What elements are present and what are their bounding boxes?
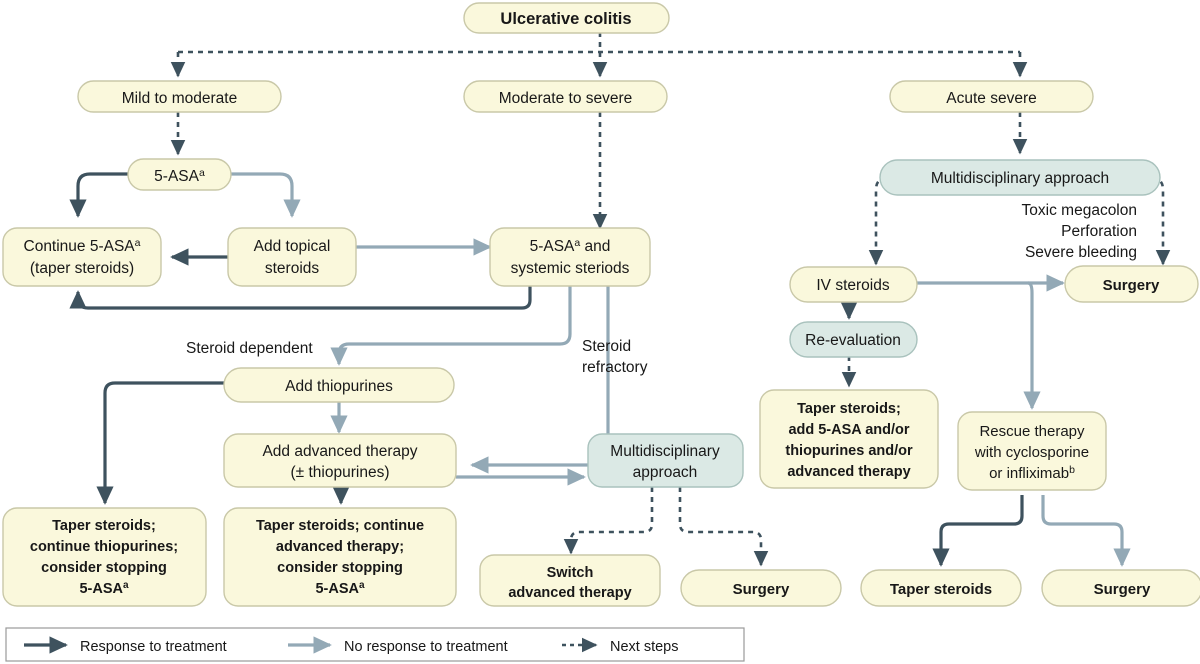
node-acute-severe[interactable]: Acute severe xyxy=(889,80,1094,113)
node-label: Taper steroids xyxy=(890,581,992,598)
node-label: 5-ASAa xyxy=(154,167,205,185)
node-label: Surgery xyxy=(1094,581,1151,598)
node-surgery-middle[interactable]: Surgery xyxy=(680,569,842,607)
node-label-line1: Taper steroids; xyxy=(52,518,156,534)
edge-systemic-to-continue xyxy=(69,286,532,310)
node-mild-to-moderate[interactable]: Mild to moderate xyxy=(77,80,282,113)
node-taper-add-5asa[interactable]: Taper steroids; add 5-ASA and/or thiopur… xyxy=(759,389,939,489)
edge-iv-no-response xyxy=(917,274,1065,410)
legend-label: No response to treatment xyxy=(344,639,508,655)
annotations-layer: Steroid dependent Steroid refractory Tox… xyxy=(186,202,1137,376)
legend-label: Next steps xyxy=(610,639,679,655)
node-label-line1: Taper steroids; xyxy=(797,401,901,417)
node-label-line4: advanced therapy xyxy=(787,464,910,480)
node-label-line2: systemic steriods xyxy=(511,260,630,277)
node-surgery-bottom-right[interactable]: Surgery xyxy=(1041,569,1200,607)
node-multidisciplinary-approach-right[interactable]: Multidisciplinary approach xyxy=(879,159,1161,196)
node-label-line1: Switch xyxy=(547,565,594,581)
node-rescue-therapy[interactable]: Rescue therapy with cyclosporine or infl… xyxy=(957,411,1107,491)
edge-asa-to-continue xyxy=(69,172,128,218)
node-ulcerative-colitis[interactable]: Ulcerative colitis xyxy=(463,2,670,34)
edge-rescue-to-taper xyxy=(932,495,1024,567)
node-label-line1: Rescue therapy xyxy=(979,423,1085,440)
edge-thiopurines-to-taper xyxy=(96,381,224,505)
node-label: Re-evaluation xyxy=(805,332,901,349)
annotation-steroid-refractory-line1: Steroid xyxy=(582,338,631,355)
legend-label: Response to treatment xyxy=(80,639,227,655)
edge-rescue-to-surgery xyxy=(1041,495,1131,567)
annotation-severe-bleeding: Severe bleeding xyxy=(1025,244,1137,261)
node-5asa-systemic-steroids[interactable]: 5-ASAa and systemic steriods xyxy=(489,227,651,287)
node-label-line2: with cyclosporine xyxy=(974,444,1089,461)
nodes-layer: Ulcerative colitis Mild to moderate Mode… xyxy=(2,2,1200,607)
node-re-evaluation[interactable]: Re-evaluation xyxy=(789,321,918,358)
node-moderate-to-severe[interactable]: Moderate to severe xyxy=(463,80,668,113)
node-label-line1: Add topical xyxy=(254,238,331,255)
node-label: Acute severe xyxy=(946,90,1036,107)
node-switch-advanced-therapy[interactable]: Switch advanced therapy xyxy=(479,554,661,607)
node-taper-steroids-bottom[interactable]: Taper steroids xyxy=(860,569,1022,607)
edge-root-to-bus xyxy=(170,32,1028,78)
node-label-line2: continue thiopurines; xyxy=(30,539,178,555)
node-label: Surgery xyxy=(733,581,790,598)
annotation-steroid-refractory-line2: refractory xyxy=(582,359,648,376)
node-label: Add thiopurines xyxy=(285,378,393,395)
node-label-line4: 5-ASAa xyxy=(79,580,129,597)
legend-item-response: Response to treatment xyxy=(24,636,227,655)
edge-mdt-next-steps xyxy=(563,487,769,567)
node-5-asa[interactable]: 5-ASAa xyxy=(127,158,232,191)
node-label-line2: advanced therapy xyxy=(508,585,631,601)
node-label-line1: 5-ASAa and xyxy=(530,237,611,255)
node-taper-continue-advanced[interactable]: Taper steroids; continue advanced therap… xyxy=(223,507,457,607)
node-add-advanced-therapy[interactable]: Add advanced therapy (± thiopurines) xyxy=(223,433,457,488)
node-label: Surgery xyxy=(1103,277,1160,294)
edge-asa-to-topical xyxy=(230,172,301,218)
node-label-line3: or infliximabb xyxy=(989,464,1075,482)
node-add-topical-steroids[interactable]: Add topical steroids xyxy=(227,227,357,287)
annotation-perforation: Perforation xyxy=(1061,223,1137,240)
legend-item-no-response: No response to treatment xyxy=(288,636,508,655)
node-label: Multidisciplinary approach xyxy=(931,170,1109,187)
node-label-line3: thiopurines and/or xyxy=(785,443,913,459)
node-multidisciplinary-approach-left[interactable]: Multidisciplinary approach xyxy=(587,433,744,488)
node-label: Mild to moderate xyxy=(122,90,237,107)
node-iv-steroids[interactable]: IV steroids xyxy=(789,266,918,303)
node-label: Moderate to severe xyxy=(499,90,633,107)
node-label: Ulcerative colitis xyxy=(500,10,631,28)
node-label-line2: steroids xyxy=(265,260,320,277)
legend-item-next-steps: Next steps xyxy=(562,637,679,655)
annotation-toxic-megacolon: Toxic megacolon xyxy=(1022,202,1137,219)
node-continue-5-asa[interactable]: Continue 5-ASAa (taper steroids) xyxy=(2,227,162,287)
node-label-line3: consider stopping xyxy=(277,560,403,576)
legend: Response to treatment No response to tre… xyxy=(5,627,745,662)
node-label-line2: advanced therapy; xyxy=(276,539,404,555)
node-label-line4: 5-ASAa xyxy=(315,580,365,597)
node-label-line2: (± thiopurines) xyxy=(291,464,390,481)
node-label-line1: Multidisciplinary xyxy=(610,443,720,460)
node-label-line2: approach xyxy=(633,464,698,481)
node-label-line1: Taper steroids; continue xyxy=(256,518,424,534)
node-label-line2: (taper steroids) xyxy=(30,260,134,277)
node-label: IV steroids xyxy=(816,277,889,294)
node-add-thiopurines[interactable]: Add thiopurines xyxy=(223,367,455,403)
node-label-line1: Add advanced therapy xyxy=(262,443,417,460)
annotation-steroid-dependent: Steroid dependent xyxy=(186,340,313,357)
node-label-line3: consider stopping xyxy=(41,560,167,576)
node-surgery-top-right[interactable]: Surgery xyxy=(1064,265,1199,303)
node-taper-continue-thiopurines[interactable]: Taper steroids; continue thiopurines; co… xyxy=(2,507,207,607)
node-label-line2: add 5-ASA and/or xyxy=(788,422,909,438)
edge-systemic-to-thiopurines xyxy=(330,286,572,366)
node-label-line1: Continue 5-ASAa xyxy=(24,237,141,255)
